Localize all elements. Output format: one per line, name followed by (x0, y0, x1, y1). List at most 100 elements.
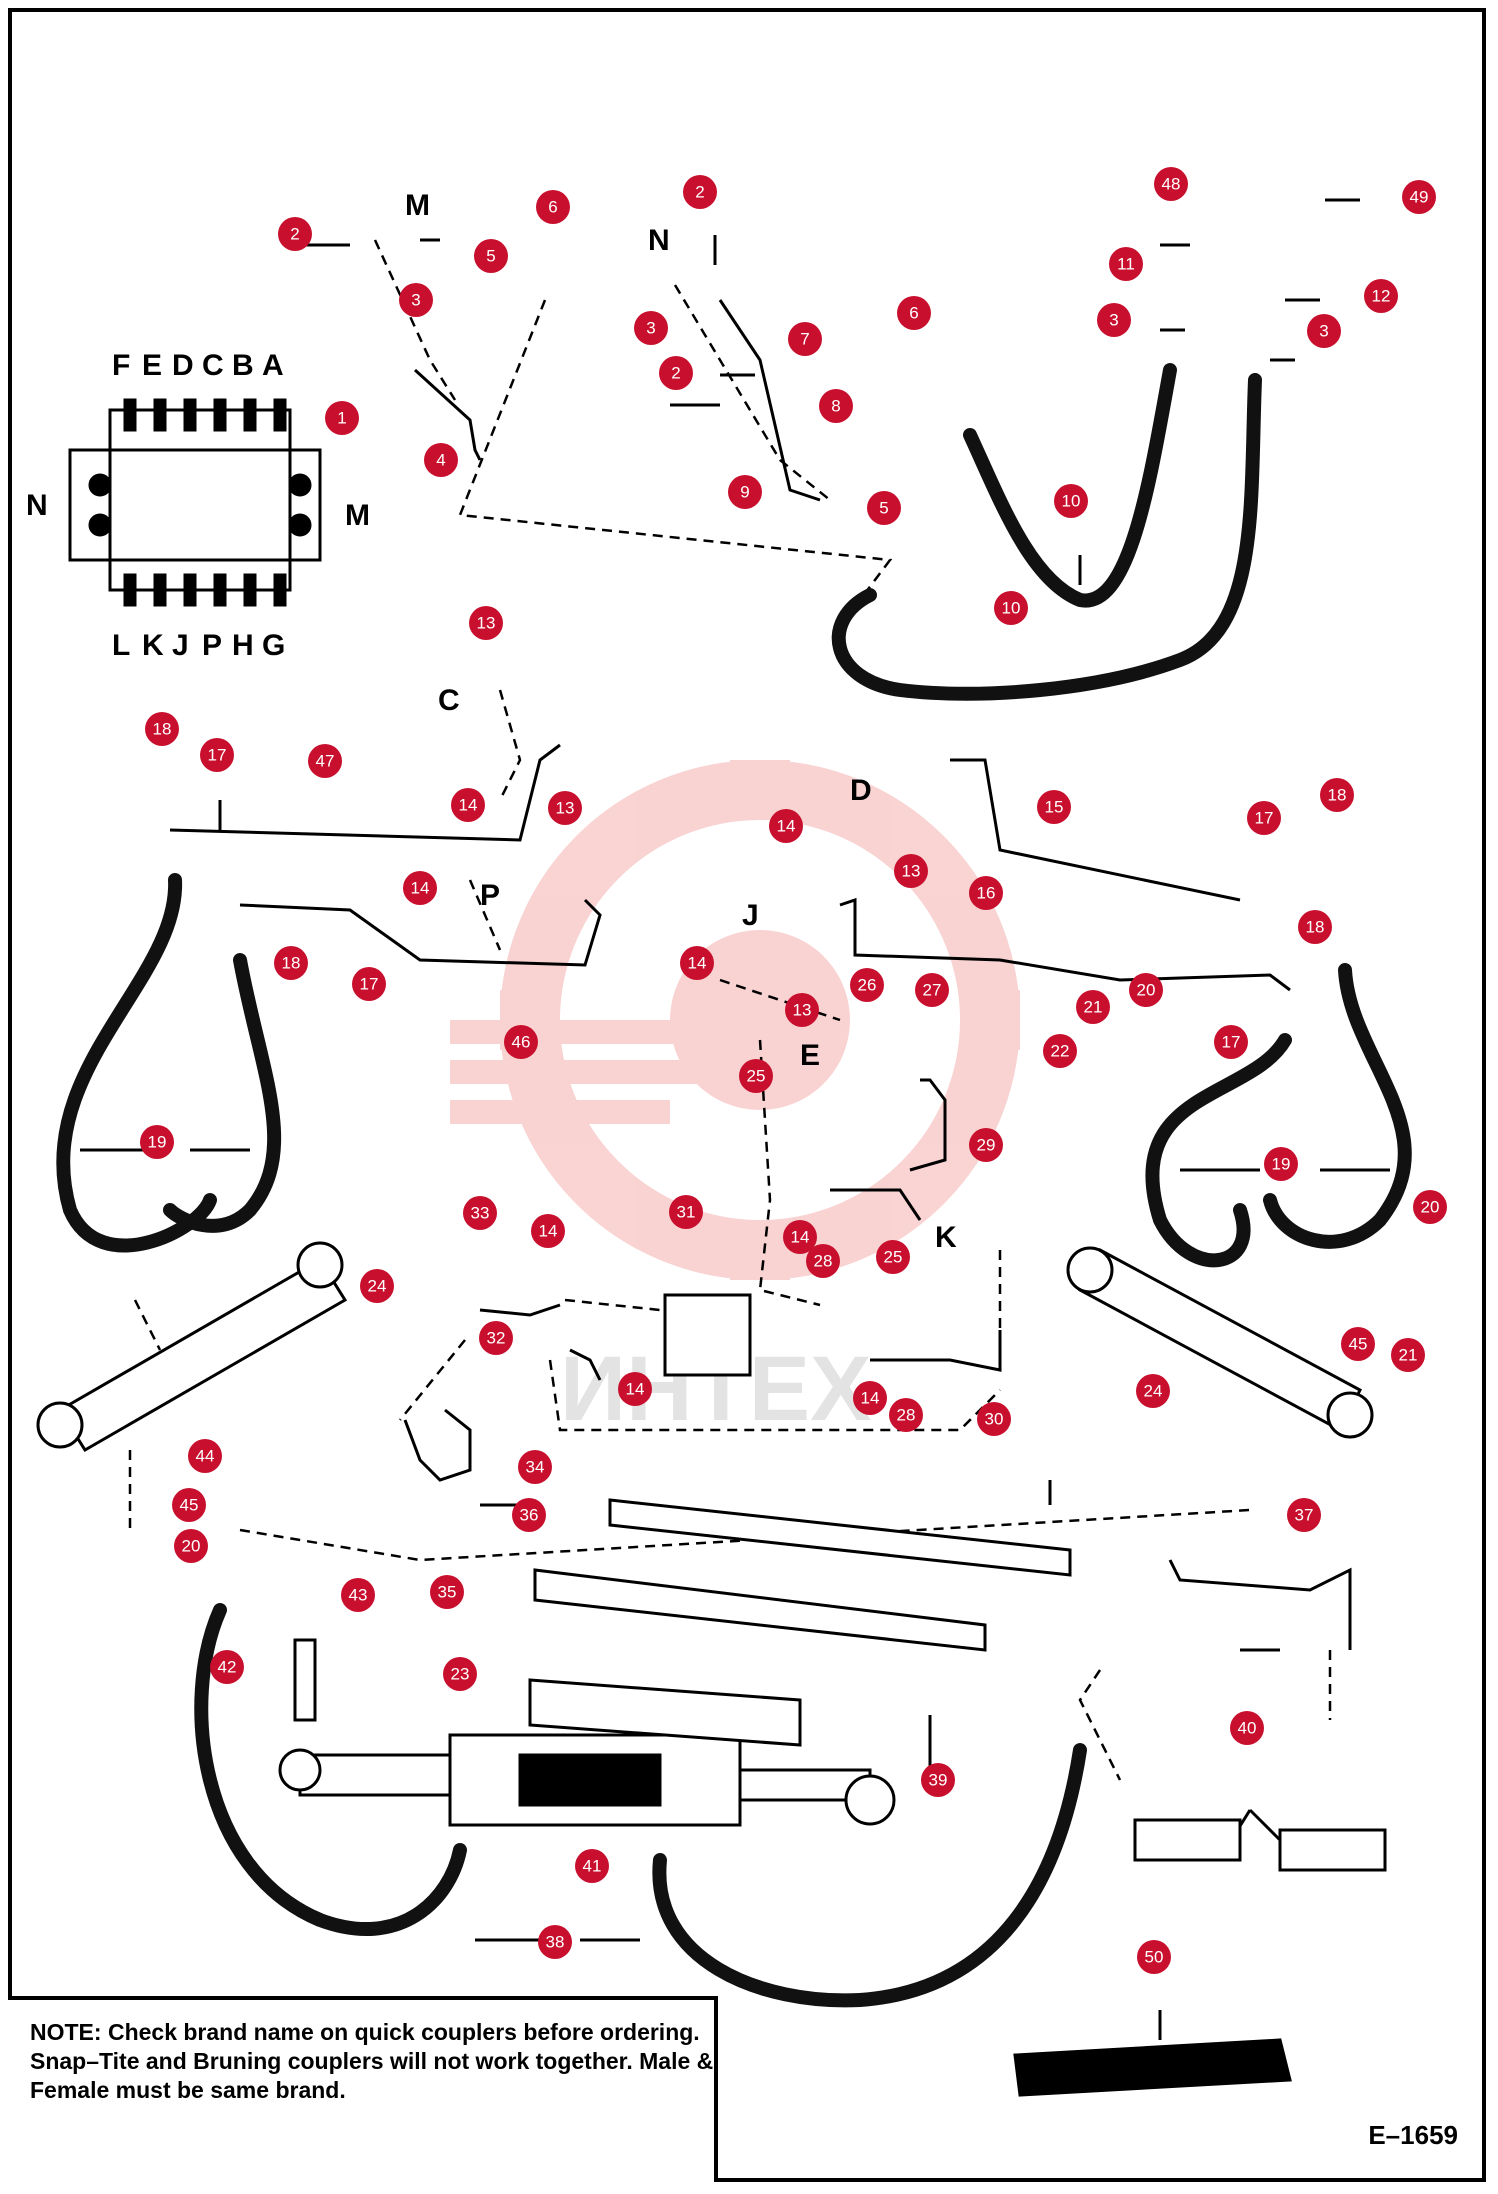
callout-44[interactable]: 44 (188, 1439, 222, 1473)
callout-14[interactable]: 14 (451, 788, 485, 822)
callout-14[interactable]: 14 (680, 946, 714, 980)
callout-14[interactable]: 14 (403, 871, 437, 905)
callout-2[interactable]: 2 (683, 175, 717, 209)
control-valve (68, 398, 322, 607)
svg-text:3: 3 (411, 291, 420, 310)
callout-35[interactable]: 35 (430, 1575, 464, 1609)
callout-9[interactable]: 9 (728, 475, 762, 509)
callout-18[interactable]: 18 (145, 712, 179, 746)
letter-C-mid: C (438, 684, 460, 717)
callout-38[interactable]: 38 (538, 1925, 572, 1959)
callout-33[interactable]: 33 (463, 1196, 497, 1230)
callout-23[interactable]: 23 (443, 1657, 477, 1691)
callout-46[interactable]: 46 (504, 1025, 538, 1059)
callout-3[interactable]: 3 (1307, 314, 1341, 348)
callout-39[interactable]: 39 (921, 1763, 955, 1797)
svg-text:43: 43 (349, 1586, 368, 1605)
callout-10[interactable]: 10 (1054, 484, 1088, 518)
callout-3[interactable]: 3 (1097, 303, 1131, 337)
svg-text:19: 19 (148, 1133, 167, 1152)
callout-3[interactable]: 3 (399, 283, 433, 317)
callout-24[interactable]: 24 (1136, 1374, 1170, 1408)
callout-11[interactable]: 11 (1109, 247, 1143, 281)
callout-26[interactable]: 26 (850, 968, 884, 1002)
callout-18[interactable]: 18 (274, 946, 308, 980)
callout-45[interactable]: 45 (172, 1488, 206, 1522)
callout-16[interactable]: 16 (969, 876, 1003, 910)
svg-text:14: 14 (459, 796, 478, 815)
callout-20[interactable]: 20 (1129, 973, 1163, 1007)
callout-48[interactable]: 48 (1154, 167, 1188, 201)
callout-10[interactable]: 10 (994, 591, 1028, 625)
callout-21[interactable]: 21 (1391, 1338, 1425, 1372)
callout-13[interactable]: 13 (894, 854, 928, 888)
callout-14[interactable]: 14 (531, 1214, 565, 1248)
callout-50[interactable]: 50 (1137, 1940, 1171, 1974)
callout-17[interactable]: 17 (200, 738, 234, 772)
callout-30[interactable]: 30 (977, 1402, 1011, 1436)
callout-32[interactable]: 32 (479, 1321, 513, 1355)
svg-text:39: 39 (929, 1771, 948, 1790)
callout-1[interactable]: 1 (325, 401, 359, 435)
svg-text:34: 34 (526, 1458, 545, 1477)
svg-text:19: 19 (1272, 1155, 1291, 1174)
callout-8[interactable]: 8 (819, 389, 853, 423)
callout-20[interactable]: 20 (1413, 1190, 1447, 1224)
callout-5[interactable]: 5 (867, 491, 901, 525)
callout-7[interactable]: 7 (788, 322, 822, 356)
callout-17[interactable]: 17 (1247, 801, 1281, 835)
callout-24[interactable]: 24 (360, 1269, 394, 1303)
callout-27[interactable]: 27 (915, 973, 949, 1007)
callout-28[interactable]: 28 (806, 1244, 840, 1278)
callout-14[interactable]: 14 (783, 1220, 817, 1254)
callout-40[interactable]: 40 (1230, 1711, 1264, 1745)
callout-19[interactable]: 19 (140, 1125, 174, 1159)
letter-A: A (262, 349, 284, 382)
callout-43[interactable]: 43 (341, 1578, 375, 1612)
callout-3[interactable]: 3 (634, 311, 668, 345)
svg-text:14: 14 (626, 1380, 645, 1399)
svg-text:23: 23 (451, 1665, 470, 1684)
callout-14[interactable]: 14 (769, 809, 803, 843)
callout-14[interactable]: 14 (853, 1381, 887, 1415)
callout-45[interactable]: 45 (1341, 1327, 1375, 1361)
callout-2[interactable]: 2 (659, 356, 693, 390)
svg-text:13: 13 (556, 799, 575, 818)
callout-17[interactable]: 17 (1214, 1025, 1248, 1059)
callout-29[interactable]: 29 (969, 1128, 1003, 1162)
callout-2[interactable]: 2 (278, 217, 312, 251)
callout-4[interactable]: 4 (424, 443, 458, 477)
callout-47[interactable]: 47 (308, 744, 342, 778)
callout-18[interactable]: 18 (1298, 910, 1332, 944)
callout-28[interactable]: 28 (889, 1398, 923, 1432)
callout-13[interactable]: 13 (785, 993, 819, 1027)
callout-18[interactable]: 18 (1320, 778, 1354, 812)
callout-12[interactable]: 12 (1364, 279, 1398, 313)
callout-6[interactable]: 6 (897, 296, 931, 330)
callout-19[interactable]: 19 (1264, 1147, 1298, 1181)
callout-49[interactable]: 49 (1402, 180, 1436, 214)
callout-17[interactable]: 17 (352, 967, 386, 1001)
callout-6[interactable]: 6 (536, 190, 570, 224)
callout-22[interactable]: 22 (1043, 1034, 1077, 1068)
callout-31[interactable]: 31 (669, 1195, 703, 1229)
svg-text:1: 1 (337, 409, 346, 428)
callout-42[interactable]: 42 (210, 1650, 244, 1684)
svg-text:20: 20 (1421, 1198, 1440, 1217)
left-cylinder (36, 1241, 348, 1453)
callout-13[interactable]: 13 (469, 606, 503, 640)
callout-20[interactable]: 20 (174, 1529, 208, 1563)
callout-37[interactable]: 37 (1287, 1498, 1321, 1532)
letter-M-upper: M (405, 189, 430, 222)
callout-25[interactable]: 25 (876, 1240, 910, 1274)
callout-36[interactable]: 36 (512, 1498, 546, 1532)
callout-25[interactable]: 25 (739, 1059, 773, 1093)
callout-5[interactable]: 5 (474, 239, 508, 273)
callout-21[interactable]: 21 (1076, 990, 1110, 1024)
callout-13[interactable]: 13 (548, 791, 582, 825)
svg-text:21: 21 (1084, 998, 1103, 1017)
callout-41[interactable]: 41 (575, 1849, 609, 1883)
callout-14[interactable]: 14 (618, 1372, 652, 1406)
callout-15[interactable]: 15 (1037, 790, 1071, 824)
callout-34[interactable]: 34 (518, 1450, 552, 1484)
